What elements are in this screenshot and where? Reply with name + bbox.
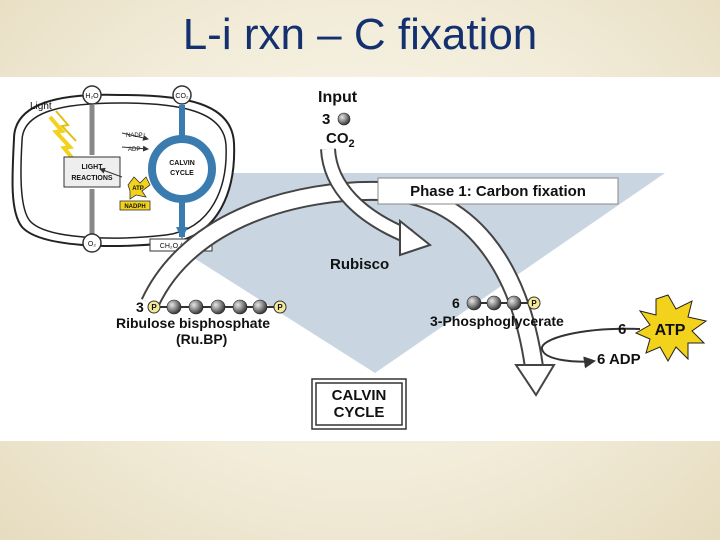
calvin-cycle-label: CYCLE <box>334 404 385 421</box>
phosphate-icon <box>147 300 161 314</box>
input-label: Input <box>318 89 358 106</box>
inset-calvin-label: CALVIN <box>169 160 195 167</box>
carbon-atom-icon <box>232 299 248 315</box>
input-count: 3 <box>322 111 330 128</box>
phosphate-symbol: P <box>531 299 537 308</box>
inset-atp-burst-icon <box>127 176 151 200</box>
atp-label: ATP <box>655 322 686 339</box>
cycle-arrowhead <box>514 364 556 397</box>
inset-calvin-ring <box>148 135 216 203</box>
carbon-atom-icon <box>466 295 482 311</box>
nadph-label: NADPH <box>124 204 145 210</box>
atp-burst-icon <box>634 294 708 363</box>
inset-calvin-label: CYCLE <box>170 170 194 177</box>
carbon-atom-icon <box>506 295 522 311</box>
rubisco-label: Rubisco <box>330 256 389 273</box>
rubp-abbrev: (Ru.BP) <box>176 331 227 347</box>
pga-name: 3-Phosphoglycerate <box>430 313 564 329</box>
carbon-atom-icon <box>166 299 182 315</box>
light-reactions-label: REACTIONS <box>71 175 113 182</box>
chloroplast-inset: Light H₂O CO₂ LIGHT REACTIONS O₂ NADP⁺ A… <box>11 85 236 253</box>
phosphate-icon <box>273 300 287 314</box>
phosphate-symbol: P <box>277 303 283 312</box>
light-bolt-icon <box>48 115 80 167</box>
atp-count: 6 <box>618 321 626 338</box>
phosphate-symbol: P <box>151 303 157 312</box>
carbon-atom-icon <box>252 299 268 315</box>
inset-atp-label: ATP <box>132 186 144 192</box>
rubp-count: 3 <box>136 299 144 315</box>
light-reactions-box <box>63 156 121 188</box>
phosphate-icon <box>527 296 541 310</box>
inset-co2-label: CO₂ <box>175 93 189 100</box>
carbon-atom-icon <box>188 299 204 315</box>
phase-label-box <box>377 177 619 205</box>
calvin-cycle-label: CALVIN <box>332 387 387 404</box>
phase-label: Phase 1: Carbon fixation <box>410 183 586 200</box>
pga-molecule: 6 P <box>452 295 541 311</box>
calvin-cycle-box <box>315 382 403 426</box>
o2-label: O₂ <box>88 241 96 248</box>
pga-count: 6 <box>452 295 460 311</box>
calvin-cycle-diagram: Light H₂O CO₂ LIGHT REACTIONS O₂ NADP⁺ A… <box>11 85 708 430</box>
slide-title: L-i rxn – C fixation <box>182 10 538 59</box>
calvin-cycle-figure: Light H₂O CO₂ LIGHT REACTIONS O₂ NADP⁺ A… <box>0 77 720 441</box>
carbon-atom-icon <box>486 295 502 311</box>
light-bolt-icon <box>55 110 77 142</box>
carbon-atom-icon <box>210 299 226 315</box>
h2o-label: H₂O <box>85 93 99 100</box>
rubp-molecule: 3 P P <box>136 299 287 315</box>
atp-adp-loop <box>541 327 641 369</box>
nadp-label: NADP⁺ <box>126 132 146 139</box>
light-label: Light <box>30 101 52 112</box>
light-reactions-label: LIGHT <box>82 164 104 171</box>
inset-adp-label: ADP <box>128 147 140 153</box>
co2-molecule-icon <box>337 112 351 126</box>
adp-label: 6 ADP <box>597 351 641 368</box>
co2-label: CO2 <box>326 130 355 150</box>
rubp-name: Ribulose bisphosphate <box>116 315 270 331</box>
